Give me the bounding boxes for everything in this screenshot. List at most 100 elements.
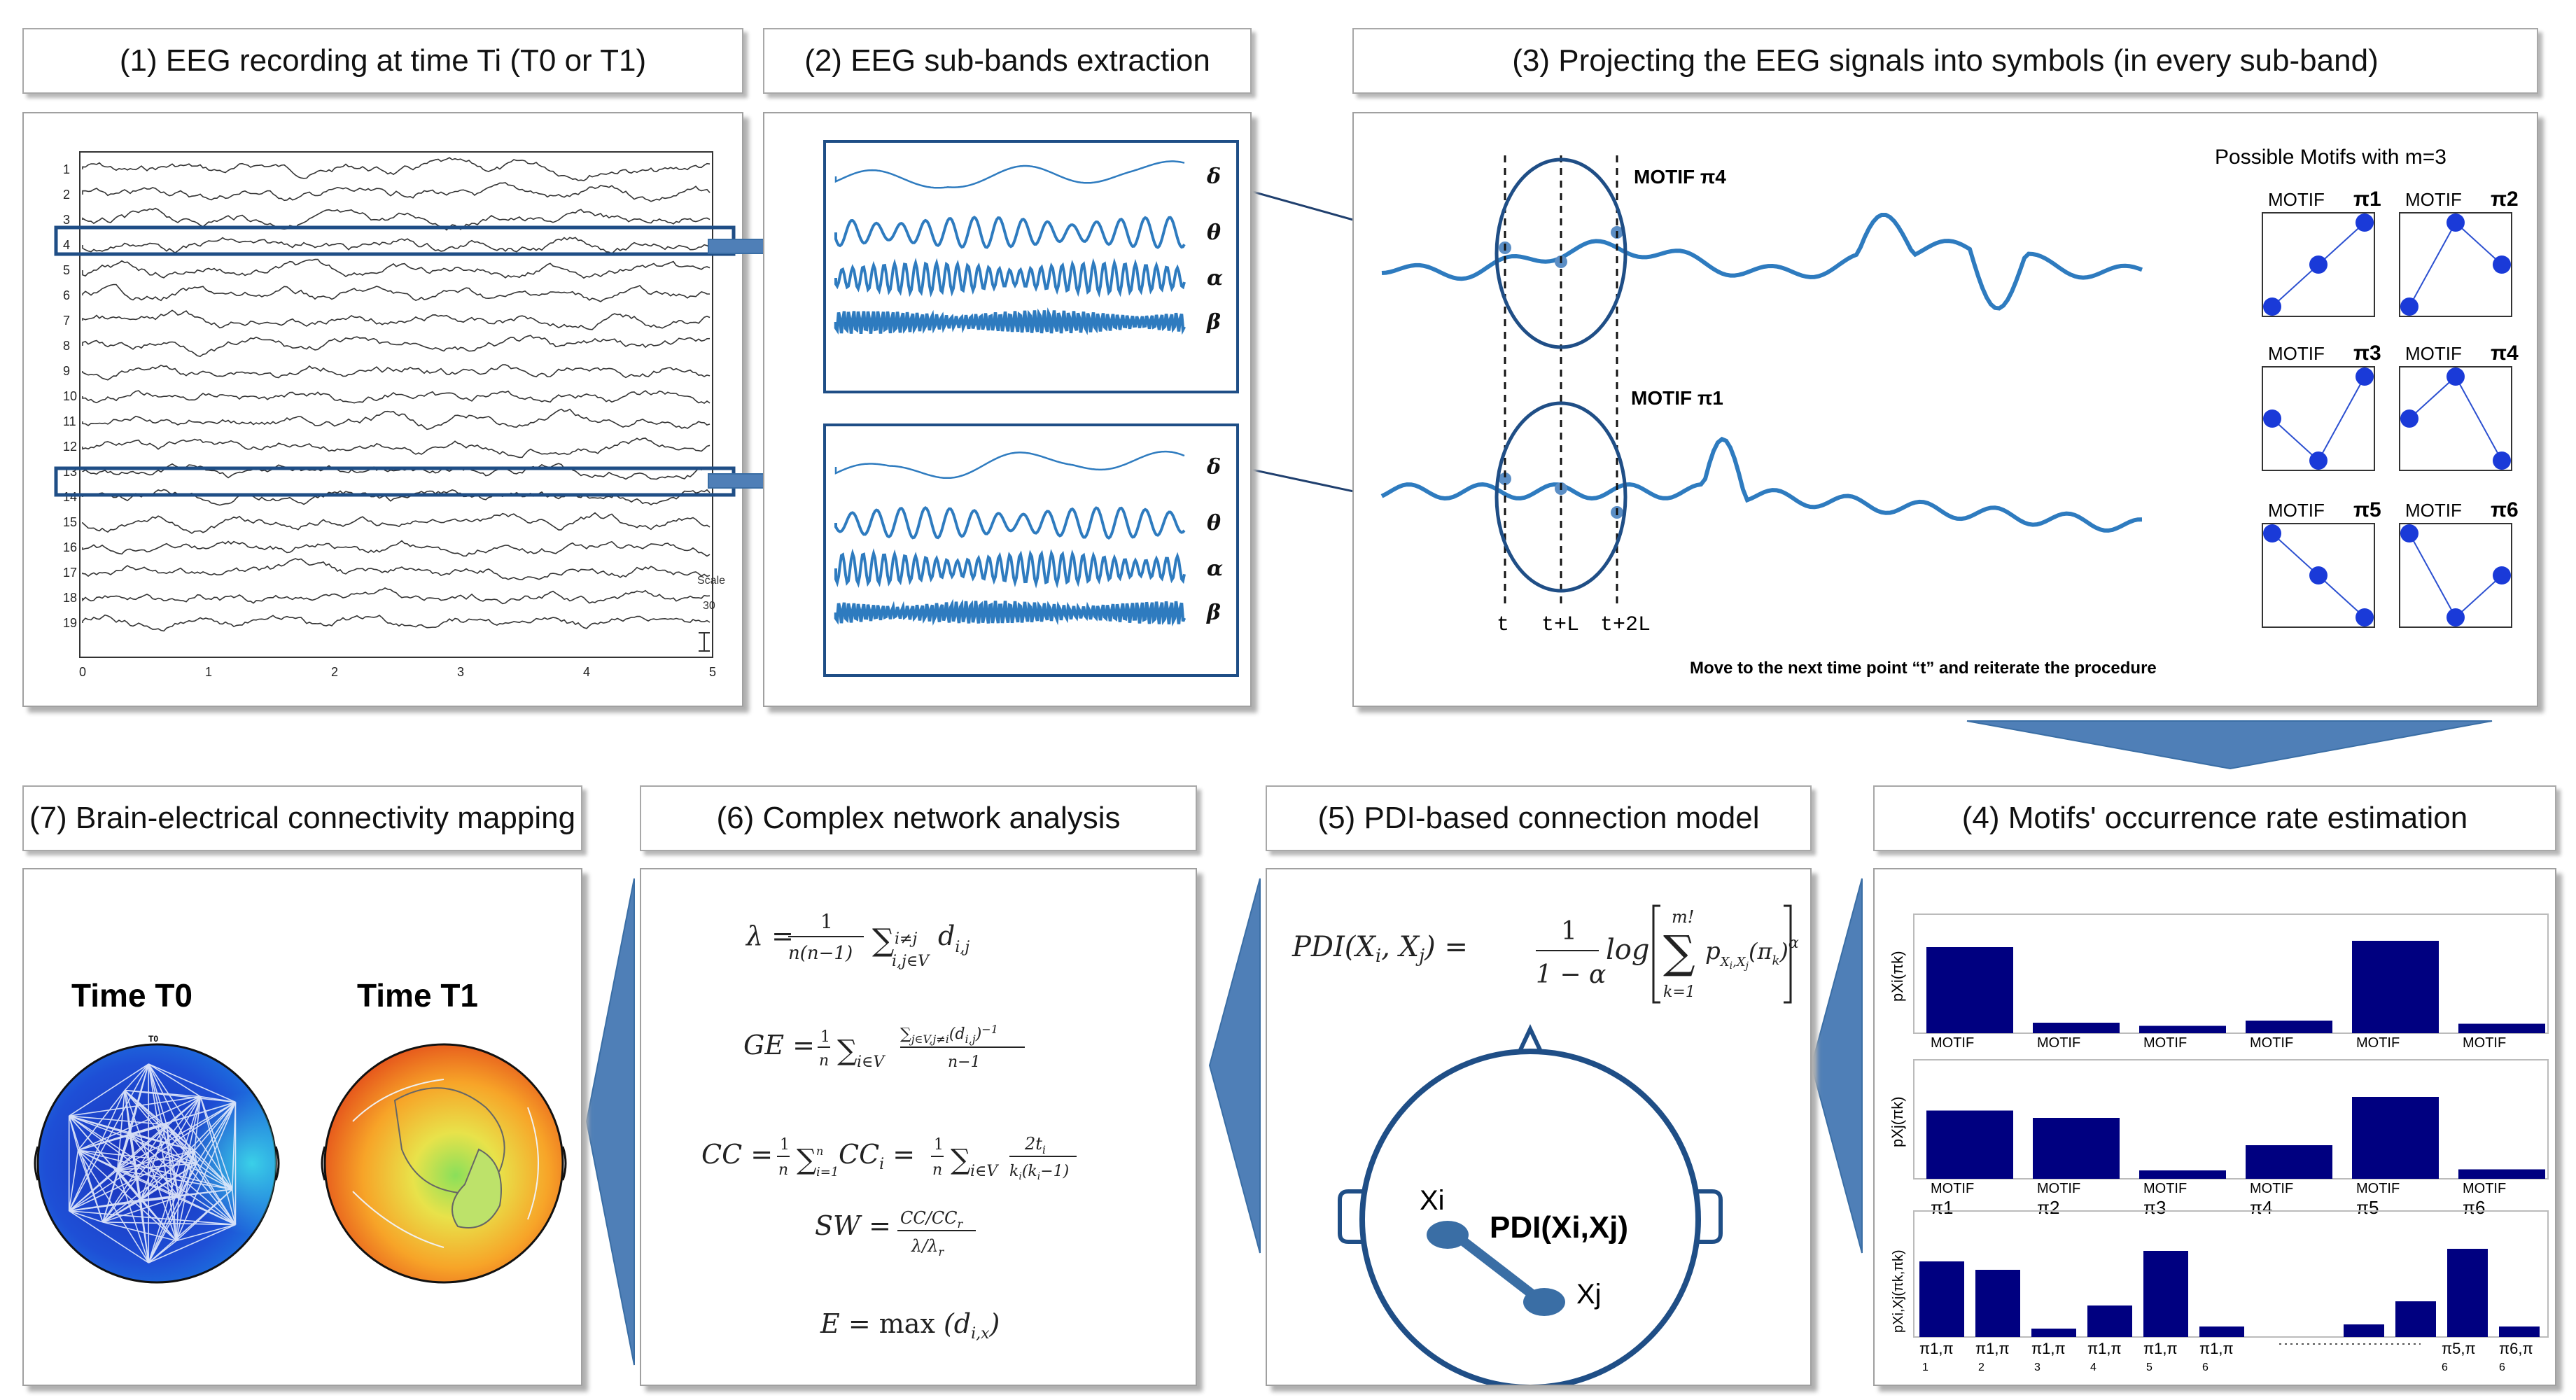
bar-label-id: π6 xyxy=(2463,1197,2485,1218)
channel-label: 7 xyxy=(63,314,70,328)
svg-text:∑j∈V,j≠i(di,j)−1: ∑j∈V,j≠i(di,j)−1 xyxy=(900,1023,998,1046)
y-axis-label: pXi,Xj(πk,πk) xyxy=(1891,1250,1906,1333)
projection-plot: MOTIF π4 MOTIF π1 t t+L t+2L Possible Mo… xyxy=(1380,146,2519,678)
subband-frame-top xyxy=(823,140,1239,393)
svg-text:π2: π2 xyxy=(2491,188,2519,211)
svg-text:MOTIF: MOTIF xyxy=(2268,343,2325,364)
step-4-title: (4) Motifs' occurrence rate estimation xyxy=(1873,785,2556,851)
x-tick-label: 5 xyxy=(709,665,716,679)
svg-text:n(n−1): n(n−1) xyxy=(788,943,853,964)
channel-label: 15 xyxy=(63,515,77,529)
svg-text:GE =: GE = xyxy=(743,1030,815,1060)
bar xyxy=(2352,941,2439,1033)
bar xyxy=(2031,1329,2076,1337)
motif-label-top: MOTIF π4 xyxy=(1634,166,1726,188)
svg-text:i∈V: i∈V xyxy=(857,1054,886,1071)
head-icon xyxy=(1338,1023,1723,1385)
pdi-panel: PDI(Xi, Xj) = 1 1 − α log m! ∑ k=1 pXi,X… xyxy=(1266,868,1812,1386)
node-xj-label: Xj xyxy=(1576,1279,1602,1310)
svg-text:∑: ∑ xyxy=(951,1144,971,1176)
bar xyxy=(2458,1169,2545,1179)
svg-text:1: 1 xyxy=(820,1028,830,1046)
channel-label: 9 xyxy=(63,364,70,378)
svg-text:∑: ∑ xyxy=(837,1035,858,1067)
time-t1-label: Time T1 xyxy=(357,977,478,1014)
arrow-left-5-6-icon xyxy=(1208,878,1261,1254)
band-label: α xyxy=(1207,266,1223,290)
x-tick-label: 1 xyxy=(205,665,212,679)
channel-label: 12 xyxy=(63,440,77,454)
bar xyxy=(2458,1023,2545,1033)
svg-text:π3: π3 xyxy=(2353,342,2381,365)
time-t0-label: Time T0 xyxy=(71,977,192,1014)
svg-text:ki(ki−1): ki(ki−1) xyxy=(1009,1163,1069,1182)
bar-label-motif: MOTIF xyxy=(1931,1035,1974,1051)
svg-text:i∈V: i∈V xyxy=(970,1163,999,1180)
pdi-sum-bot: k=1 xyxy=(1663,983,1695,1001)
scale-bar-icon xyxy=(699,632,710,652)
motif-box-2: MOTIF π2 xyxy=(2399,188,2519,317)
y-axis-label: pXi(πk) xyxy=(1889,951,1906,1002)
arrow-left-4-5-icon xyxy=(1810,878,1863,1254)
node-xi-label: Xi xyxy=(1420,1185,1445,1216)
svg-text:∑: ∑ xyxy=(1663,927,1695,979)
pair-label: π1,π xyxy=(2143,1340,2178,1357)
x-tick-label: 3 xyxy=(457,665,464,679)
pair-label: π1,π xyxy=(1975,1340,2010,1357)
bar-label-motif: MOTIF xyxy=(1931,1181,1974,1196)
svg-text:∑: ∑ xyxy=(872,923,894,958)
eq-global-efficiency: GE = 1 n ∑ i∈V ∑j∈V,j≠i(di,j)−1 n−1 xyxy=(743,1023,1025,1071)
motif-box-6: MOTIF π6 xyxy=(2399,498,2519,628)
bar xyxy=(2139,1026,2226,1033)
channel-label: 8 xyxy=(63,339,70,353)
pdi-frac-num: 1 xyxy=(1561,917,1577,946)
x-tick-label: 4 xyxy=(583,665,590,679)
band-label: θ xyxy=(1207,220,1221,245)
bar-label-motif: MOTIF xyxy=(2037,1035,2080,1051)
band-label: δ xyxy=(1206,455,1221,479)
svg-text:MOTIF: MOTIF xyxy=(2405,500,2462,521)
pair-label: π1,π xyxy=(1919,1340,1954,1357)
bar-label-motif: MOTIF xyxy=(2356,1181,2400,1196)
node-xj xyxy=(1523,1288,1565,1316)
svg-text:2ti: 2ti xyxy=(1024,1134,1046,1156)
svg-text:n: n xyxy=(819,1052,829,1070)
bar xyxy=(1975,1270,2020,1337)
pair-sub: 1 xyxy=(1922,1362,1928,1373)
pdi-sum-top: m! xyxy=(1672,907,1694,927)
bar xyxy=(2447,1249,2488,1337)
brain-map-t1 xyxy=(321,1043,567,1284)
svg-text:π5: π5 xyxy=(2353,498,2381,522)
band-label: β xyxy=(1206,601,1221,625)
bar xyxy=(2199,1326,2244,1337)
bar xyxy=(2499,1326,2540,1337)
bar xyxy=(2352,1097,2439,1179)
svg-text:i≠j: i≠j xyxy=(895,930,917,948)
mapping-panel: Time T0 Time T1 T0 xyxy=(22,868,582,1386)
window-ellipse-top xyxy=(1494,158,1628,349)
pdi-frac-den: 1 − α xyxy=(1536,960,1606,989)
svg-text:π4: π4 xyxy=(2491,342,2519,365)
pair-label: π1,π xyxy=(2087,1340,2122,1357)
bar-label-id: π4 xyxy=(2250,1197,2272,1218)
pdi-lhs: PDI(Xi, Xj) = xyxy=(1292,931,1468,967)
svg-text:MOTIF: MOTIF xyxy=(2405,343,2462,364)
band-label: δ xyxy=(1206,164,1221,189)
time-tL-label: t+L xyxy=(1541,613,1579,637)
svg-text:CC/CCr: CC/CCr xyxy=(900,1208,964,1231)
subband-frame-bottom xyxy=(823,424,1239,677)
pair-sub: 6 xyxy=(2202,1362,2208,1373)
reiterate-note: Move to the next time point “t” and reit… xyxy=(1690,659,2157,678)
bar-label-motif: MOTIF xyxy=(2037,1181,2080,1196)
band-label: β xyxy=(1206,310,1221,335)
channel-label: 19 xyxy=(63,616,77,630)
bar-label-motif: MOTIF xyxy=(2463,1181,2506,1196)
bar-label-motif: MOTIF xyxy=(2356,1035,2400,1051)
pdi-edge xyxy=(1450,1229,1542,1303)
bar xyxy=(2344,1324,2384,1337)
svg-text:1: 1 xyxy=(820,910,833,933)
eq-path-length: λ = 1 n(n−1) ∑ i≠j i,j∈V di,j xyxy=(745,910,969,970)
